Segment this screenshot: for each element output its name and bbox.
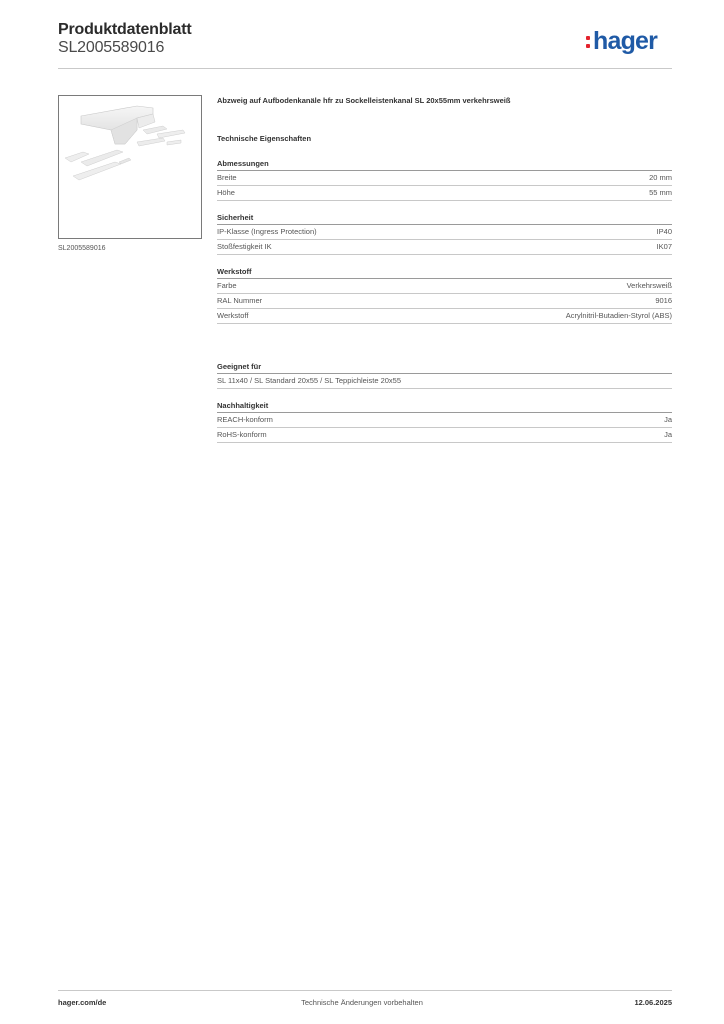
- table-row: RoHS-konform Ja: [217, 428, 672, 443]
- footer-date: 12.06.2025: [634, 998, 672, 1007]
- logo-dots-icon: [586, 36, 591, 50]
- row-value: Ja: [664, 415, 672, 424]
- product-image: [58, 95, 202, 239]
- group-nachhaltigkeit: Nachhaltigkeit REACH-konform Ja RoHS-kon…: [217, 401, 672, 443]
- product-title: Abzweig auf Aufbodenkanäle hfr zu Sockel…: [217, 96, 511, 105]
- group-title: Sicherheit: [217, 213, 672, 225]
- table-row: Breite 20 mm: [217, 171, 672, 186]
- product-image-icon: [64, 105, 186, 181]
- article-number: SL2005589016: [58, 39, 165, 56]
- hager-logo: hager: [586, 27, 658, 55]
- row-value: Ja: [664, 430, 672, 439]
- table-row: SL 11x40 / SL Standard 20x55 / SL Teppic…: [217, 374, 672, 389]
- row-value: 9016: [655, 296, 672, 305]
- group-title: Nachhaltigkeit: [217, 401, 672, 413]
- group-werkstoff: Werkstoff Farbe Verkehrsweiß RAL Nummer …: [217, 267, 672, 324]
- group-sicherheit: Sicherheit IP-Klasse (Ingress Protection…: [217, 213, 672, 255]
- document-title: Produktdatenblatt: [58, 21, 192, 38]
- product-details: Abzweig auf Aufbodenkanäle hfr zu Sockel…: [217, 96, 672, 443]
- table-row: Stoßfestigkeit IK IK07: [217, 240, 672, 255]
- section-title: Technische Eigenschaften: [217, 134, 312, 143]
- table-row: Höhe 55 mm: [217, 186, 672, 201]
- logo-text: hager: [593, 27, 658, 55]
- row-value: IP40: [656, 227, 672, 236]
- image-caption: SL2005589016: [58, 245, 106, 252]
- row-label: REACH-konform: [217, 415, 273, 424]
- row-value: Verkehrsweiß: [626, 281, 672, 290]
- row-label: Breite: [217, 173, 237, 182]
- row-label: RAL Nummer: [217, 296, 263, 305]
- table-row: Farbe Verkehrsweiß: [217, 279, 672, 294]
- row-label: SL 11x40 / SL Standard 20x55 / SL Teppic…: [217, 376, 402, 385]
- group-title: Werkstoff: [217, 267, 672, 279]
- footer-website-link[interactable]: hager.com/de: [58, 998, 107, 1007]
- row-label: IP-Klasse (Ingress Protection): [217, 227, 317, 236]
- table-row: IP-Klasse (Ingress Protection) IP40: [217, 225, 672, 240]
- footer-divider: [58, 990, 672, 991]
- row-value: 20 mm: [649, 173, 672, 182]
- row-value: 55 mm: [649, 188, 672, 197]
- row-label: RoHS-konform: [217, 430, 267, 439]
- footer-notice: Technische Änderungen vorbehalten: [301, 998, 423, 1007]
- row-value: Acrylnitril-Butadien-Styrol (ABS): [565, 311, 672, 320]
- row-value: IK07: [656, 242, 672, 251]
- group-abmessungen: Abmessungen Breite 20 mm Höhe 55 mm: [217, 159, 672, 201]
- row-label: Farbe: [217, 281, 237, 290]
- row-label: Werkstoff: [217, 311, 249, 320]
- row-label: Stoßfestigkeit IK: [217, 242, 272, 251]
- row-label: Höhe: [217, 188, 235, 197]
- group-title: Abmessungen: [217, 159, 672, 171]
- table-row: RAL Nummer 9016: [217, 294, 672, 309]
- header-divider: [58, 68, 672, 69]
- group-title: Geeignet für: [217, 362, 672, 374]
- table-row: REACH-konform Ja: [217, 413, 672, 428]
- group-geeignet-fuer: Geeignet für SL 11x40 / SL Standard 20x5…: [217, 362, 672, 389]
- table-row: Werkstoff Acrylnitril-Butadien-Styrol (A…: [217, 309, 672, 324]
